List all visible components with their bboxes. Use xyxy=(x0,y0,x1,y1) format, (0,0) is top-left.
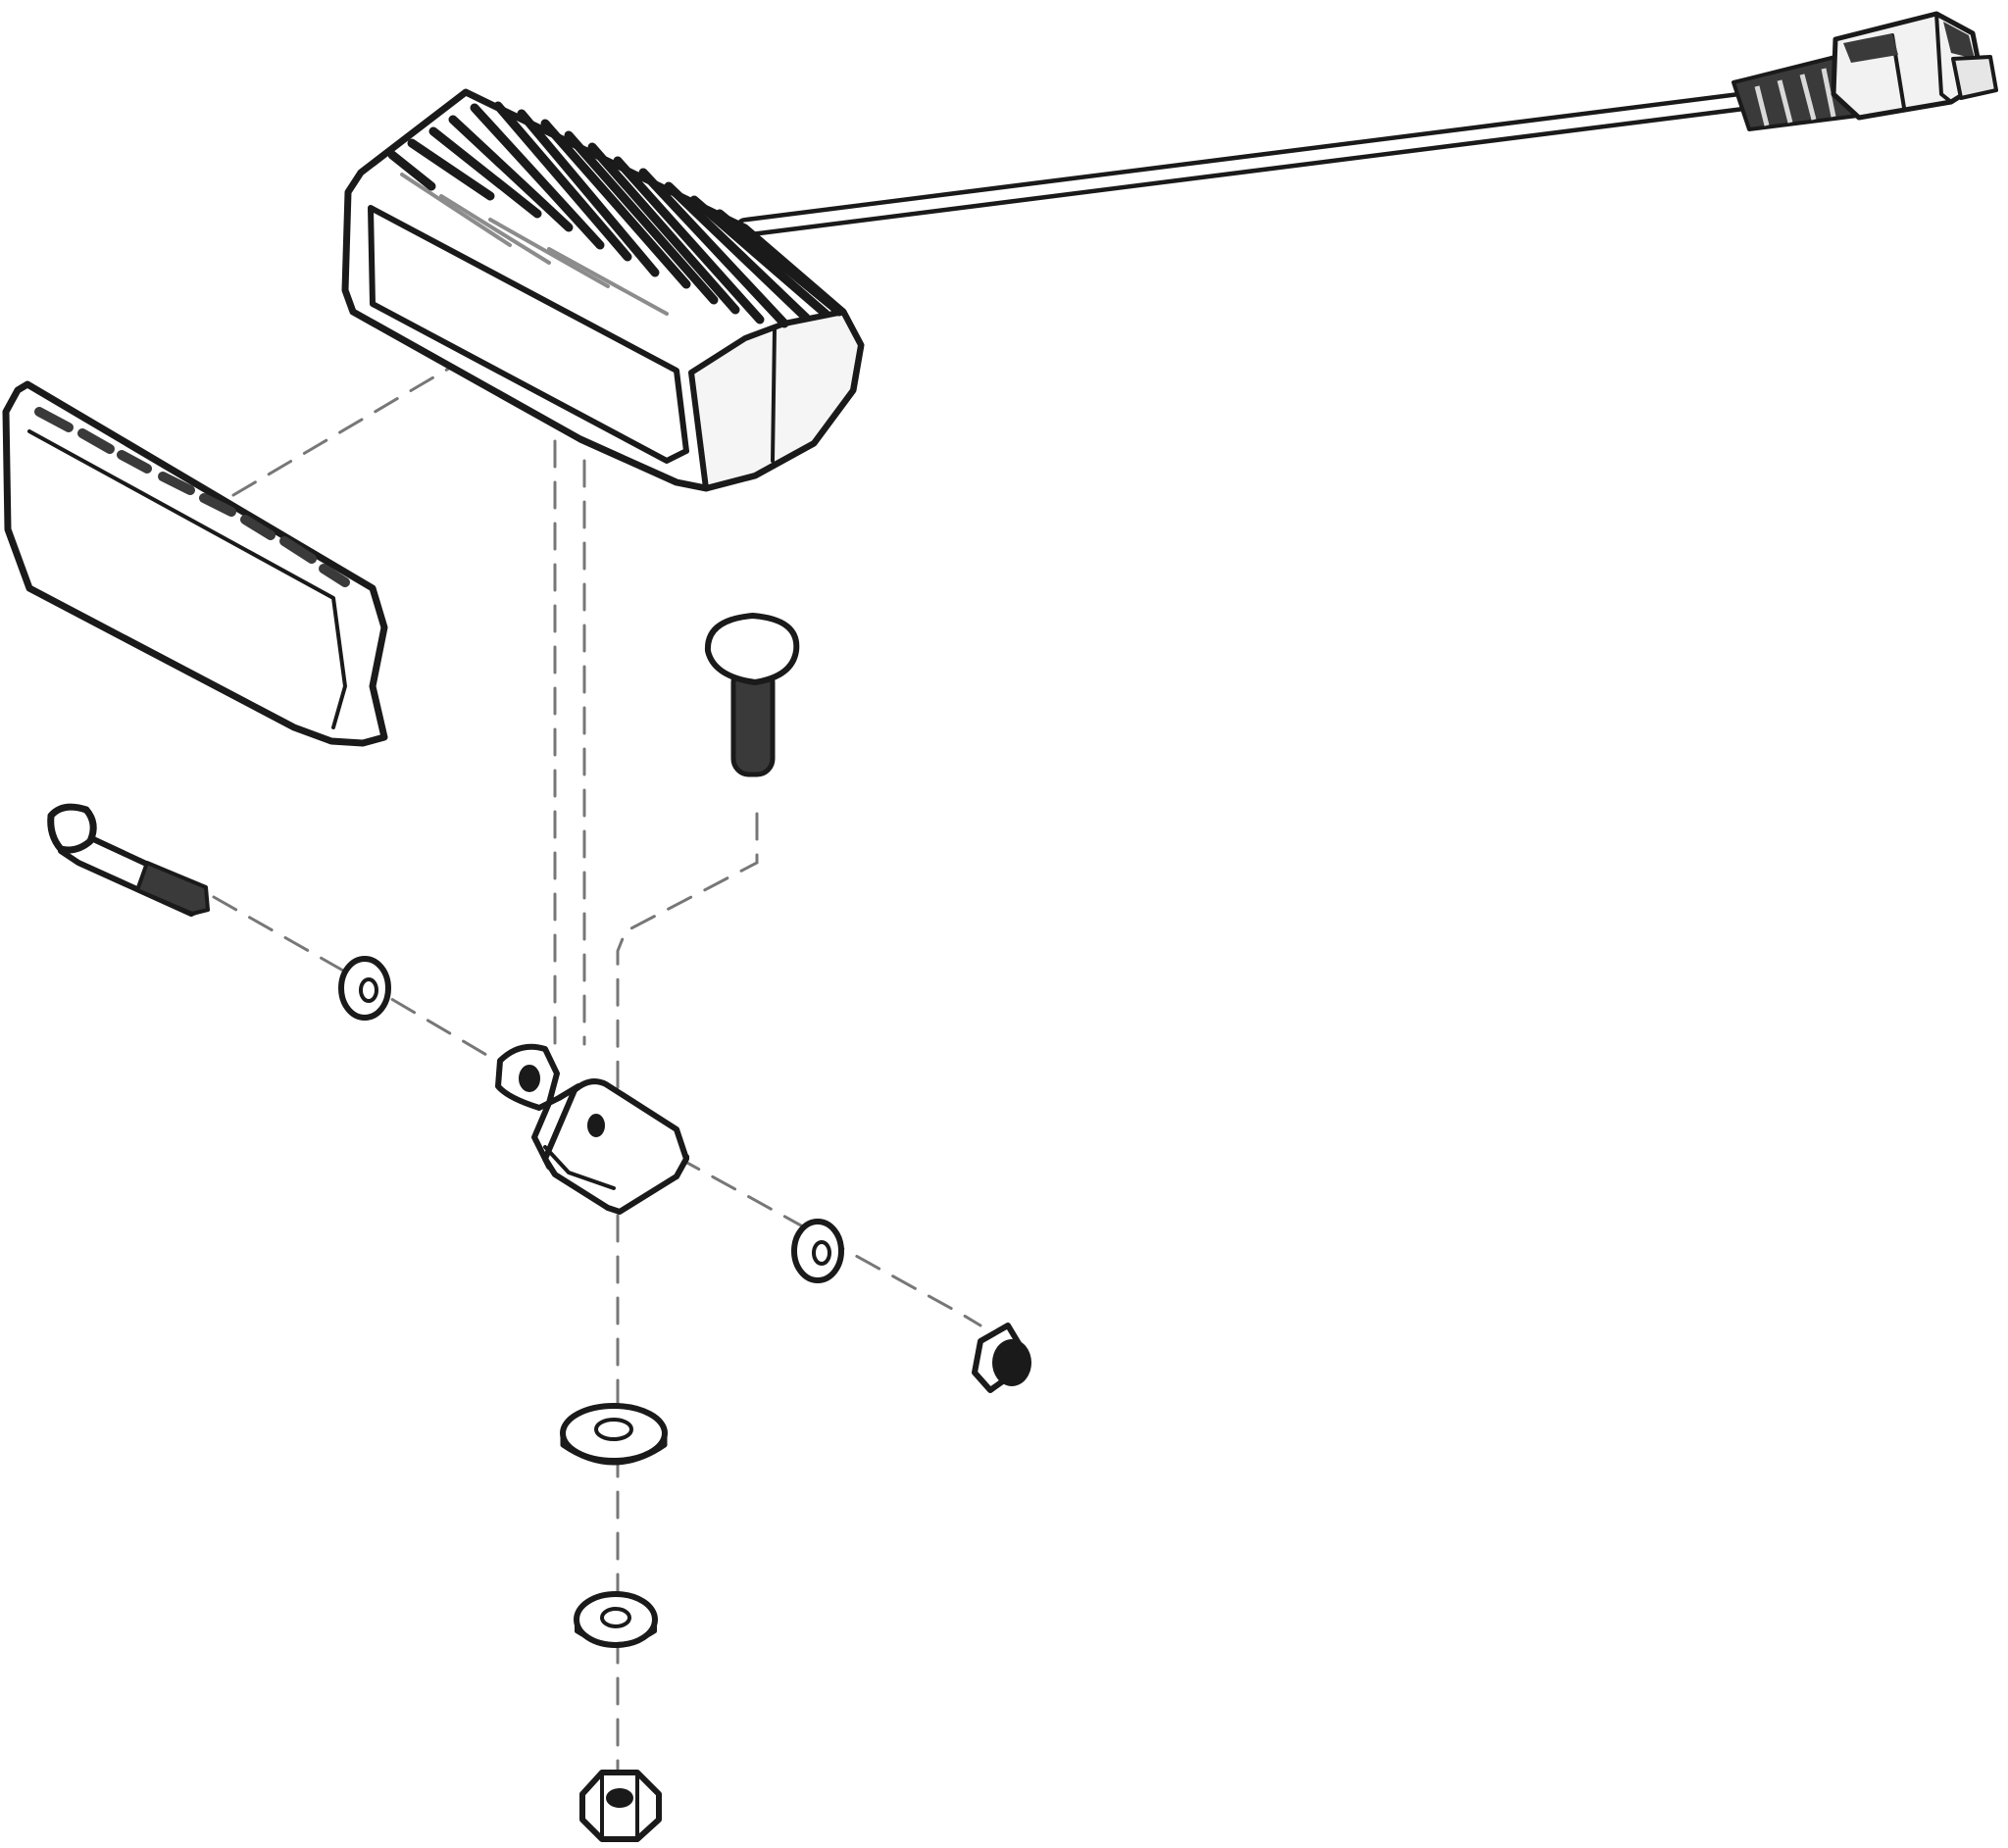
lens-led-strip xyxy=(34,407,350,587)
hex-nut xyxy=(579,1770,662,1842)
washer-left xyxy=(338,956,391,1021)
cap-nut xyxy=(972,1323,1031,1393)
leader-bracket-to-cap-nut xyxy=(675,1155,982,1327)
flat-washer xyxy=(560,1403,668,1466)
power-cable xyxy=(735,11,1998,237)
led-light-housing xyxy=(341,88,865,492)
assembly-leader-lines xyxy=(212,326,982,1786)
mounting-bracket xyxy=(495,1043,689,1215)
heat-sink-fins xyxy=(387,101,844,328)
lock-washer xyxy=(574,1591,658,1648)
lens-cover xyxy=(2,380,388,747)
carriage-bolt xyxy=(704,613,800,777)
leader-carriage-bolt xyxy=(616,812,759,1090)
washer-right xyxy=(791,1219,844,1283)
cable-strain-relief xyxy=(1732,53,1860,131)
long-bolt xyxy=(47,803,210,917)
cable-connector xyxy=(1831,11,1998,121)
